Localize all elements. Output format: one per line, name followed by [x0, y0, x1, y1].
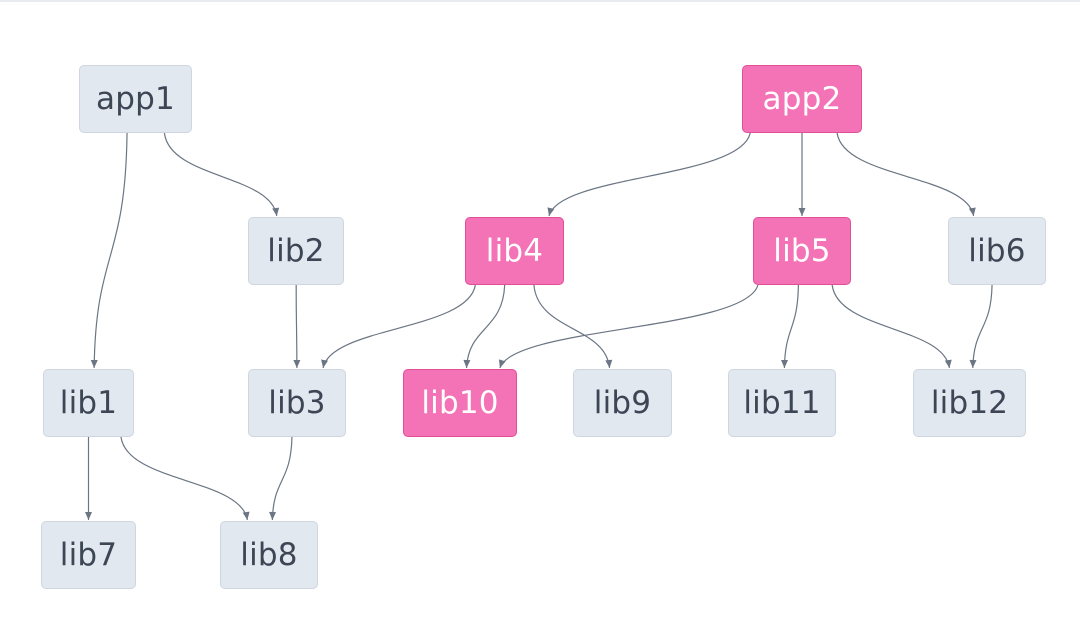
- node-lib10[interactable]: lib10: [403, 369, 517, 437]
- edge-lib5-to-lib11: [781, 284, 799, 369]
- node-lib6[interactable]: lib6: [948, 217, 1046, 285]
- node-lib1[interactable]: lib1: [43, 369, 134, 437]
- node-lib4[interactable]: lib4: [465, 217, 564, 285]
- node-lib12[interactable]: lib12: [913, 369, 1026, 437]
- node-lib2[interactable]: lib2: [248, 217, 344, 285]
- node-lib8[interactable]: lib8: [220, 521, 318, 589]
- edge-lib4-to-lib3: [321, 284, 476, 369]
- edge-lib5-to-lib12: [831, 284, 952, 369]
- edge-app1-to-lib2: [163, 132, 280, 217]
- edge-app2-to-lib4: [547, 132, 751, 217]
- node-lib9[interactable]: lib9: [573, 369, 672, 437]
- node-lib5[interactable]: lib5: [753, 217, 851, 285]
- top-border: [0, 0, 1080, 2]
- node-app2[interactable]: app2: [742, 65, 862, 133]
- edge-app1-to-lib1: [90, 132, 128, 369]
- edge-lib2-to-lib3: [293, 284, 301, 369]
- node-app1[interactable]: app1: [79, 65, 192, 133]
- node-lib11[interactable]: lib11: [728, 369, 836, 437]
- edge-lib5-to-lib10: [498, 284, 759, 369]
- edge-lib3-to-lib8: [269, 436, 293, 521]
- edge-lib6-to-lib12: [969, 284, 993, 369]
- node-lib7[interactable]: lib7: [41, 521, 136, 589]
- node-lib3[interactable]: lib3: [248, 369, 346, 437]
- edge-lib4-to-lib10: [463, 284, 506, 369]
- edge-lib1-to-lib8: [120, 436, 250, 521]
- edge-app2-to-lib6: [836, 132, 976, 217]
- edge-lib4-to-lib9: [533, 284, 613, 369]
